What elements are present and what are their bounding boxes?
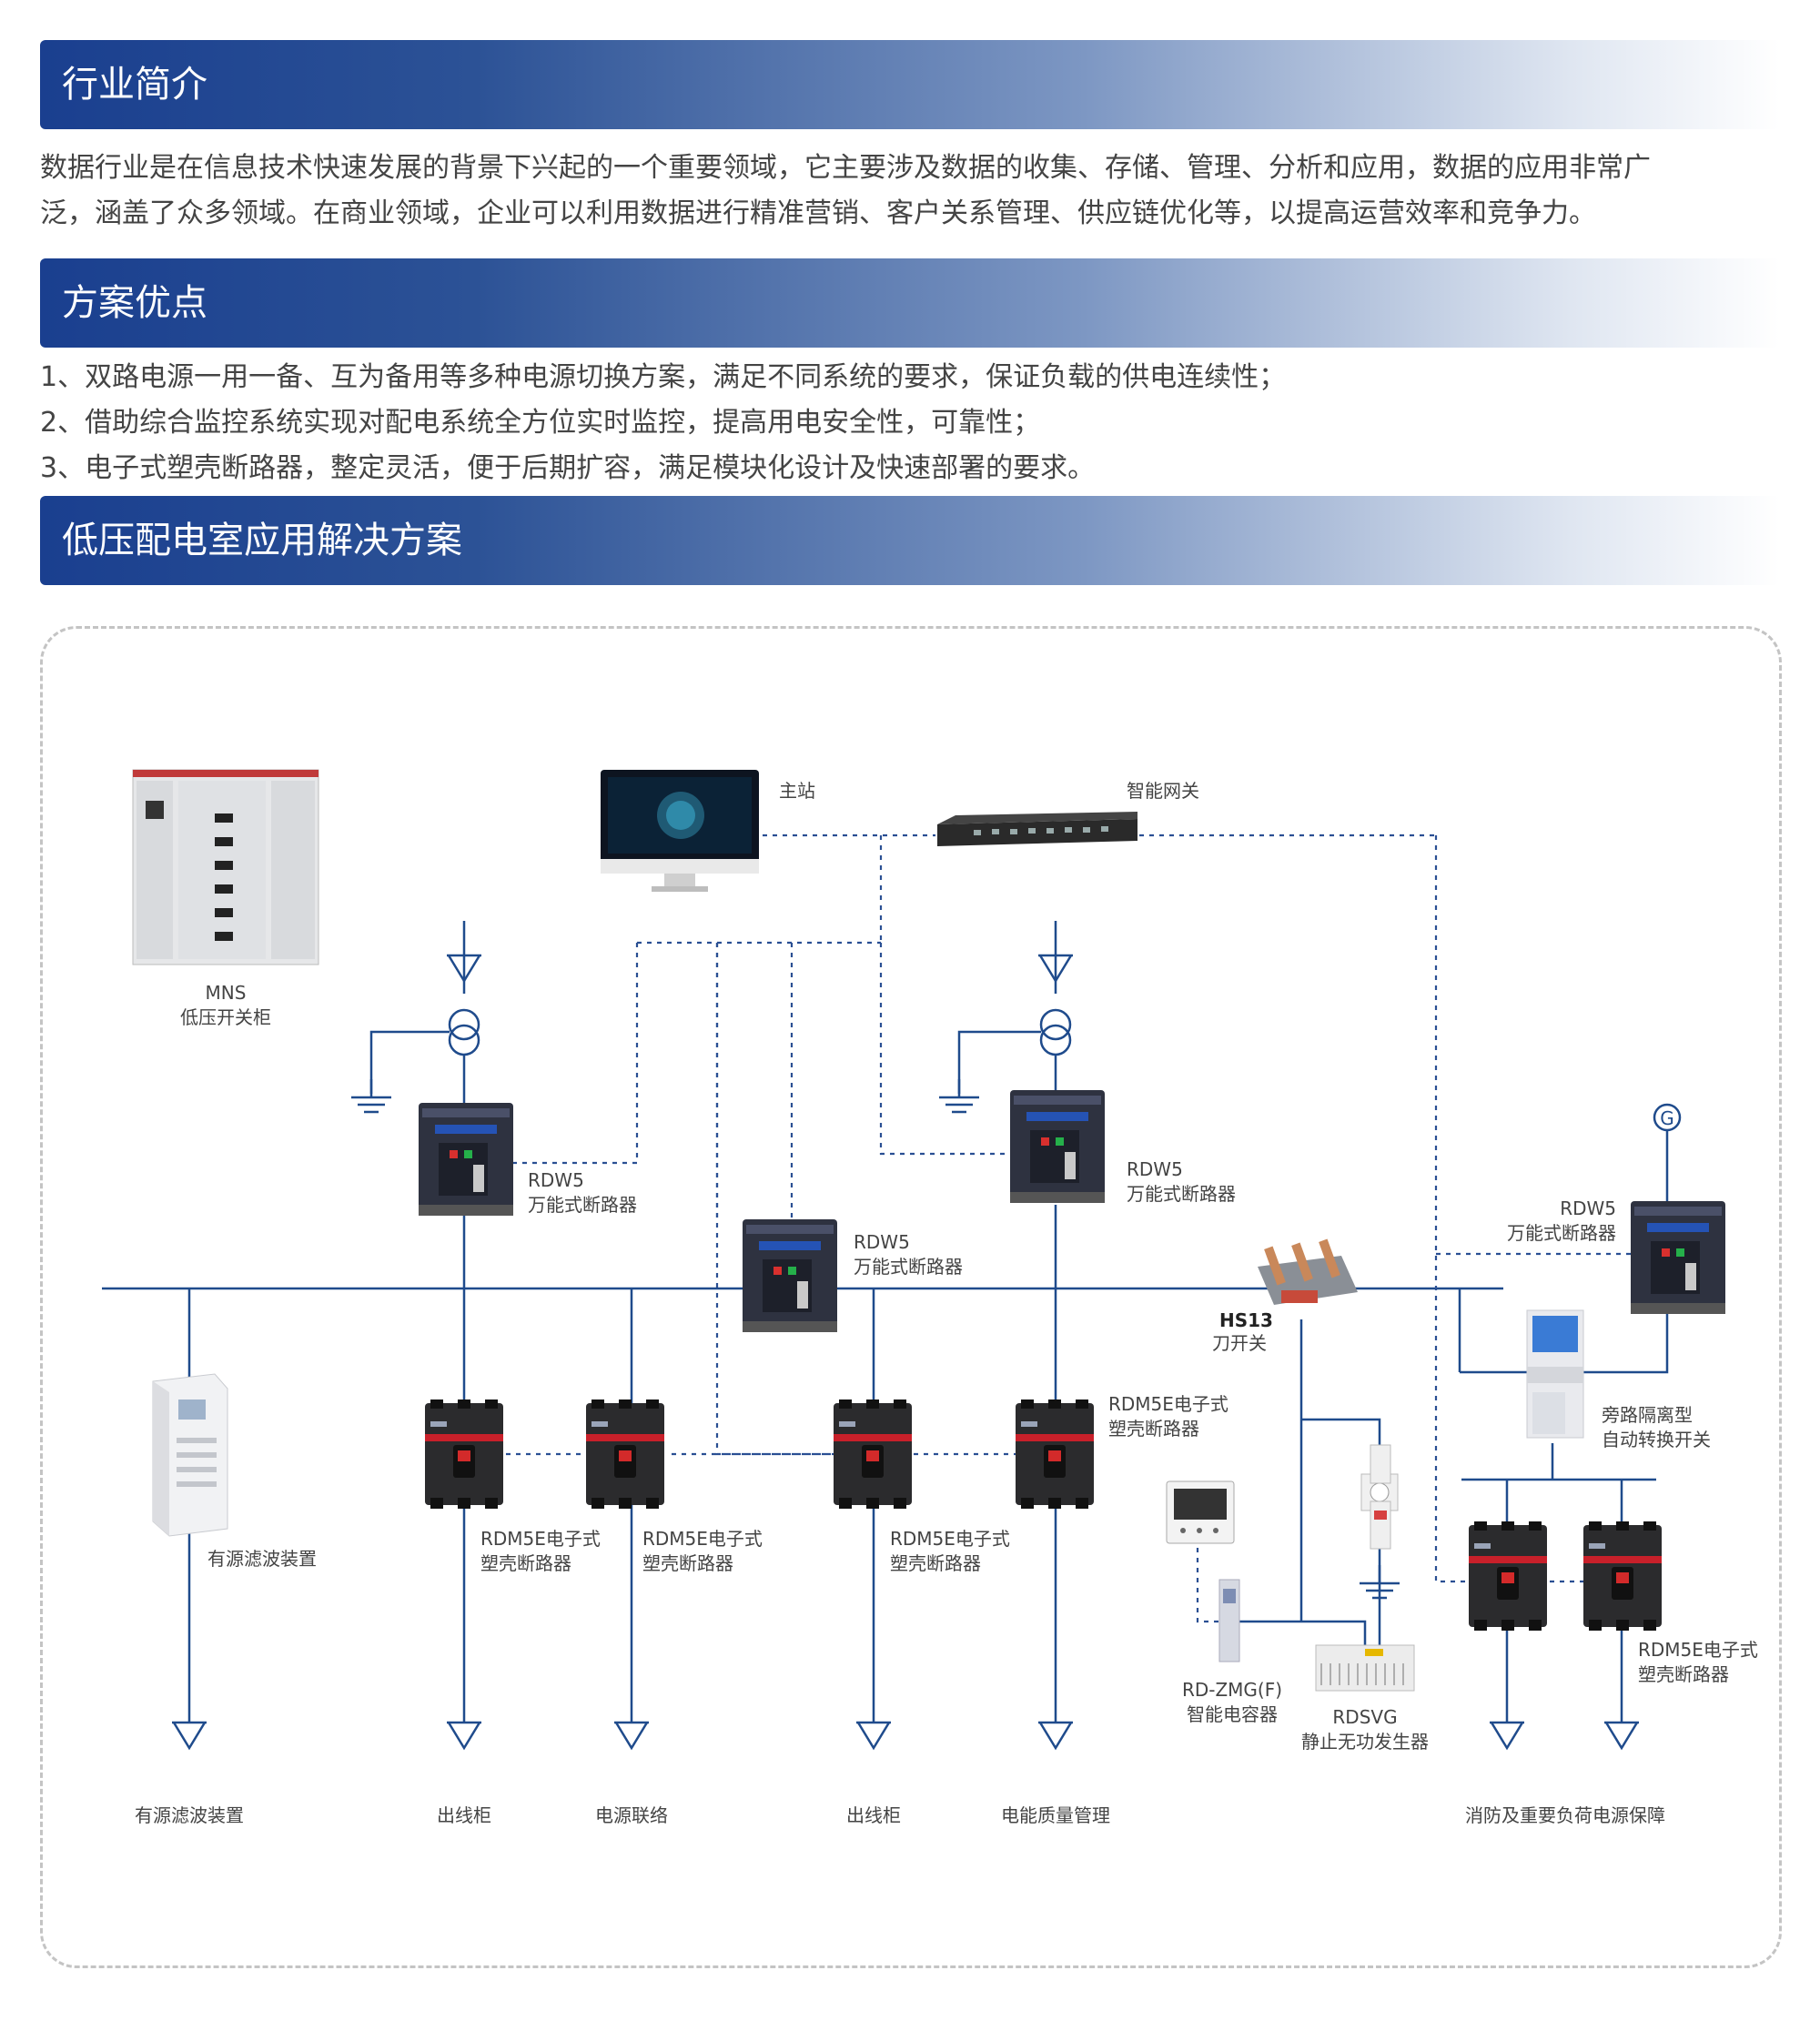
master-station-monitor-image	[601, 770, 759, 892]
generator-symbol: G	[1660, 1107, 1674, 1129]
rdm5e-label-4b: 塑壳断路器	[1108, 1418, 1199, 1440]
zmg-model-label: RD-ZMG(F)	[1182, 1679, 1282, 1701]
section-title-advantages: 方案优点	[62, 282, 207, 324]
solid-wiring	[102, 921, 1682, 1723]
rdw5-right-name: 万能式断路器	[1127, 1183, 1236, 1205]
section-banner-intro: 行业简介	[40, 40, 1780, 129]
intro-text-line2: 泛，涵盖了众多领域。在商业领域，企业可以利用数据进行精准营销、客户关系管理、供应…	[40, 197, 1596, 229]
rdm5e-breaker	[1583, 1521, 1662, 1631]
zmg-name-label: 智能电容器	[1187, 1703, 1278, 1725]
rdsvg-name-label: 静止无功发生器	[1301, 1731, 1429, 1753]
rdw5-center-name: 万能式断路器	[854, 1256, 963, 1278]
rdw5-breaker-left	[419, 1103, 513, 1216]
hs13-knife-switch-image	[1258, 1238, 1358, 1305]
hs13-model-label: HS13	[1219, 1309, 1273, 1331]
mns-name-label: 低压开关柜	[180, 1006, 271, 1028]
intro-text-line1: 数据行业是在信息技术快速发展的背景下兴起的一个重要领域，它主要涉及数据的收集、存…	[40, 152, 1651, 184]
section-banner-advantages: 方案优点	[40, 258, 1780, 348]
gateway-label: 智能网关	[1127, 780, 1199, 802]
surge-protector-image	[1370, 1444, 1391, 1550]
bypass-ats-image	[1526, 1309, 1584, 1439]
bypass-ats-line2: 自动转换开关	[1602, 1429, 1711, 1450]
rdw5-center-model: RDW5	[854, 1231, 910, 1253]
rdm5e-breaker	[425, 1399, 503, 1509]
rdm5e-label-2a: RDM5E电子式	[642, 1528, 763, 1550]
advantage-item: 2、借助综合监控系统实现对配电系统全方位实时监控，提高用电安全性，可靠性；	[40, 407, 1041, 439]
master-station-label: 主站	[779, 780, 815, 802]
rdm5e-label-1b: 塑壳断路器	[480, 1552, 571, 1574]
power-meter-image	[1166, 1480, 1235, 1544]
bypass-ats-line1: 旁路隔离型	[1602, 1404, 1693, 1426]
rdm5e-label-5a: RDM5E电子式	[1638, 1639, 1758, 1661]
rdm5e-label-3a: RDM5E电子式	[890, 1528, 1010, 1550]
rdm5e-breaker	[586, 1399, 664, 1509]
rdm5e-label-1a: RDM5E电子式	[480, 1528, 601, 1550]
rdm5e-label-2b: 塑壳断路器	[642, 1552, 733, 1574]
output-label-fire: 消防及重要负荷电源保障	[1465, 1804, 1665, 1826]
rdm5e-breaker	[1016, 1399, 1094, 1509]
output-label-outgoing-2: 出线柜	[846, 1804, 901, 1826]
diagram-frame	[40, 626, 1782, 1968]
output-label-outgoing-1: 出线柜	[437, 1804, 491, 1826]
output-label-power-quality: 电能质量管理	[1001, 1804, 1110, 1826]
svg-generator-image	[1315, 1644, 1415, 1692]
rdm5e-label-4a: RDM5E电子式	[1108, 1393, 1228, 1415]
section-title-solution: 低压配电室应用解决方案	[62, 520, 462, 561]
mns-cabinet-image	[132, 769, 319, 965]
advantage-item: 1、双路电源一用一备、互为备用等多种电源切换方案，满足不同系统的要求，保证负载的…	[40, 361, 1287, 393]
rdm5e-breaker	[834, 1399, 912, 1509]
rdw5-generator-model: RDW5	[1560, 1197, 1616, 1219]
rdw5-left-model: RDW5	[528, 1169, 584, 1191]
communication-links	[506, 834, 1631, 1623]
advantage-item: 3、电子式塑壳断路器，整定灵活，便于后期扩容，满足模块化设计及快速部署的要求。	[40, 452, 1096, 484]
output-label-apf: 有源滤波装置	[135, 1804, 244, 1826]
rdw5-right-model: RDW5	[1127, 1158, 1183, 1180]
output-label-tie: 电源联络	[595, 1804, 668, 1826]
rdsvg-model-label: RDSVG	[1332, 1706, 1397, 1728]
active-filter-cabinet-image	[152, 1373, 228, 1537]
rdm5e-breaker	[1469, 1521, 1547, 1631]
hs13-name-label: 刀开关	[1212, 1332, 1267, 1354]
rdm5e-label-5b: 塑壳断路器	[1638, 1663, 1729, 1685]
active-filter-label: 有源滤波装置	[207, 1548, 317, 1570]
rdw5-breaker-center	[743, 1219, 837, 1332]
rdw5-left-name: 万能式断路器	[528, 1194, 637, 1216]
mns-model-label: MNS	[206, 982, 247, 1004]
rdw5-breaker-generator	[1631, 1201, 1725, 1314]
rdm5e-label-3b: 塑壳断路器	[890, 1552, 981, 1574]
section-title-intro: 行业简介	[62, 64, 207, 106]
section-banner-solution: 低压配电室应用解决方案	[40, 496, 1780, 585]
smart-capacitor-image	[1218, 1579, 1240, 1662]
advantages-list: 1、双路电源一用一备、互为备用等多种电源切换方案，满足不同系统的要求，保证负载的…	[40, 355, 1286, 491]
rdw5-generator-name: 万能式断路器	[1507, 1222, 1616, 1244]
rdw5-breaker-right	[1010, 1090, 1105, 1203]
smart-gateway-image	[937, 812, 1138, 846]
intro-paragraph: 数据行业是在信息技术快速发展的背景下兴起的一个重要领域，它主要涉及数据的收集、存…	[40, 146, 1651, 237]
